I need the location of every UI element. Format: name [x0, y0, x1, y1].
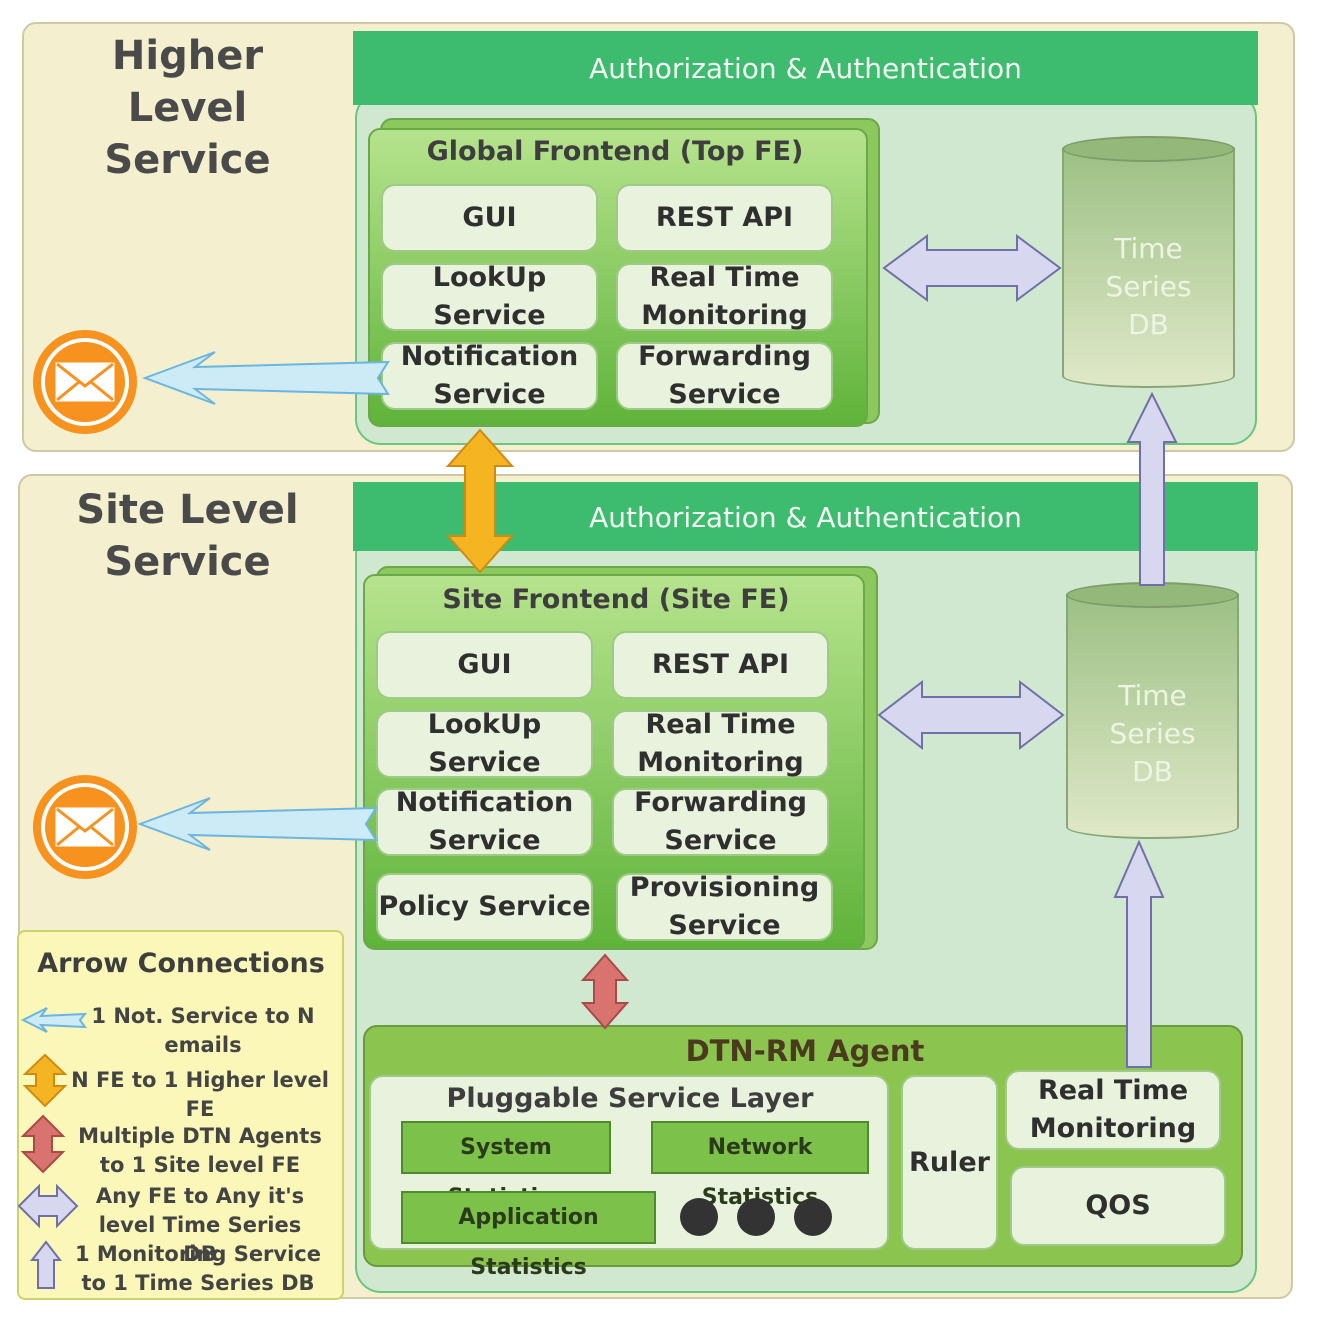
higher-forwarding-service: Forwarding Service	[616, 341, 833, 410]
site-db-label: Time Series DB	[1109, 679, 1196, 788]
higher-db-body	[1062, 148, 1235, 388]
legend-item-4: Any FE to Any it's level Time Series DB	[95, 1184, 305, 1266]
site-policy-service: Policy Service	[376, 873, 593, 941]
site-notification-service: Notification Service	[376, 787, 593, 856]
site-frontend-title: Site Frontend (Site FE)	[442, 584, 790, 615]
higher-fe-db-arrow	[882, 234, 1062, 302]
site-forwarding-service: Forwarding Service	[612, 787, 829, 856]
ruler: Ruler	[901, 1075, 998, 1250]
legend-lavender-up-arrow-icon	[29, 1240, 63, 1289]
higher-notification-service: Notification Service	[381, 341, 598, 410]
higher-lookup-service: LookUp Service	[381, 262, 598, 331]
more-dot-1	[680, 1198, 718, 1236]
legend-item-1: 1 Not. Service to N emails	[91, 1004, 315, 1057]
legend-title: Arrow Connections	[37, 948, 325, 979]
qos: QOS	[1010, 1166, 1226, 1246]
higher-gui: GUI	[381, 184, 598, 252]
more-dot-3	[794, 1198, 832, 1236]
site-realtime-monitoring: Real Time Monitoring	[612, 709, 829, 778]
site-lookup-service: LookUp Service	[376, 709, 593, 778]
application-statistics: Application Statistics	[401, 1191, 656, 1280]
network-statistics: Network Statistics	[651, 1121, 869, 1210]
legend-box	[17, 930, 344, 1300]
legend-item-3: Multiple DTN Agents to 1 Site level FE	[78, 1124, 322, 1177]
higher-level-title: Higher Level Service	[104, 33, 271, 183]
legend-item-2: N FE to 1 Higher level FE	[71, 1068, 329, 1121]
agent-rtm-to-site-db-arrow	[1113, 839, 1165, 1068]
legend-icons	[17, 1007, 87, 1289]
site-mail-icon	[33, 775, 137, 879]
agent-realtime-monitoring: Real Time Monitoring	[1005, 1070, 1221, 1150]
pluggable-service-layer-title: Pluggable Service Layer	[446, 1083, 814, 1114]
higher-db-label: Time Series DB	[1105, 232, 1192, 341]
site-gui: GUI	[376, 631, 593, 699]
higher-rest-api: REST API	[616, 184, 833, 252]
legend-lavender-double-arrow-icon	[17, 1183, 79, 1229]
site-db-to-higher-db-arrow	[1126, 391, 1178, 586]
higher-realtime-monitoring: Real Time Monitoring	[616, 262, 833, 331]
agent-to-fe-arrow	[580, 953, 630, 1030]
more-dot-2	[737, 1198, 775, 1236]
higher-frontend-title: Global Frontend (Top FE)	[426, 136, 804, 167]
higher-db-top	[1062, 136, 1235, 162]
site-level-title: Site Level Service	[76, 487, 299, 585]
higher-mail-icon	[33, 330, 137, 434]
legend-red-arrow-icon	[20, 1114, 66, 1174]
site-provisioning-service: Provisioning Service	[616, 872, 833, 941]
dtn-rm-agent-title: DTN-RM Agent	[685, 1034, 925, 1068]
higher-notification-arrow	[142, 351, 390, 405]
site-notification-arrow	[137, 797, 378, 851]
fe-to-fe-arrow	[445, 428, 515, 574]
site-fe-db-arrow	[877, 679, 1065, 751]
legend-orange-arrow-icon	[22, 1053, 68, 1108]
higher-auth-bar: Authorization & Authentication	[353, 31, 1258, 105]
site-db-body	[1066, 594, 1239, 839]
legend-lightblue-arrow-icon	[20, 1007, 87, 1033]
site-rest-api: REST API	[612, 631, 829, 699]
legend-item-5: 1 Monitoring Service to 1 Time Series DB	[74, 1242, 321, 1295]
